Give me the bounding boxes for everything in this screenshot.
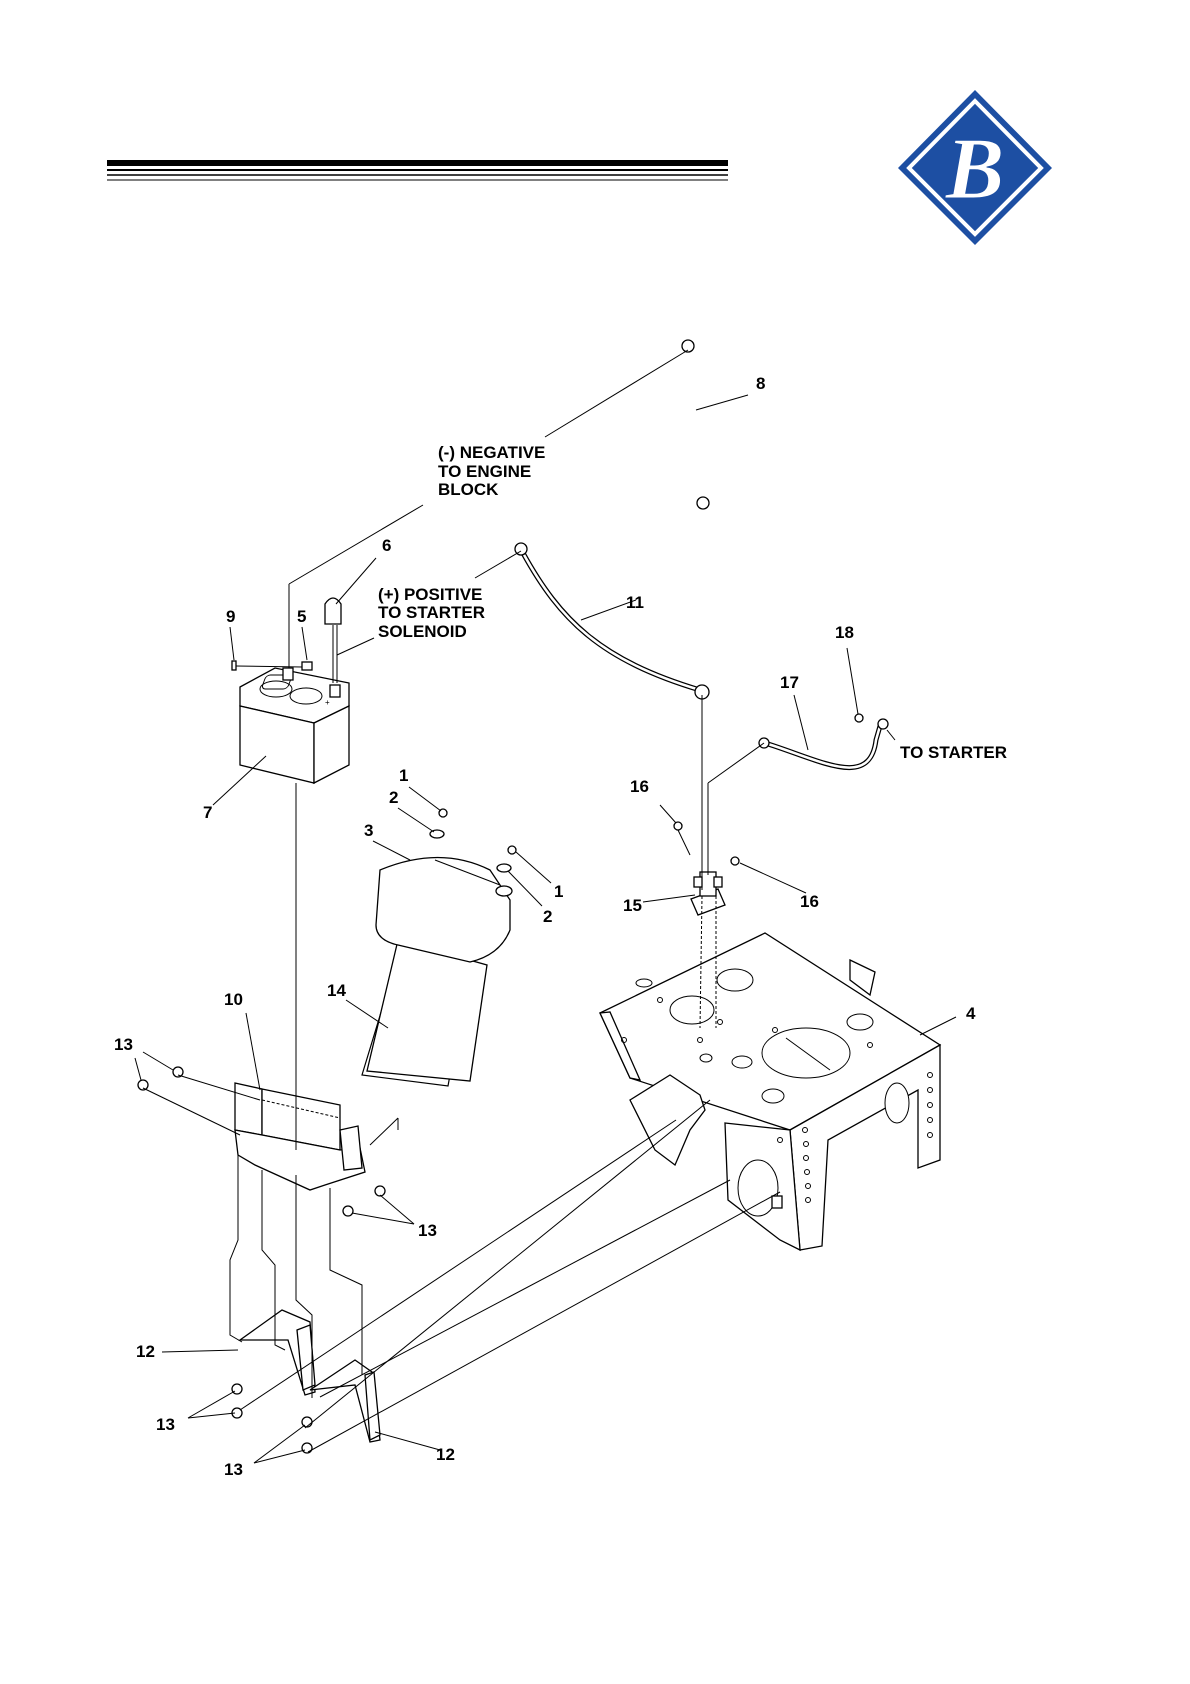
bracket-12a [240, 1310, 315, 1395]
negative-cable-8 [682, 340, 709, 509]
note-negative-line1: (-) NEGATIVE [438, 443, 545, 462]
callout-2a: 2 [389, 788, 398, 807]
note-negative-line2: TO ENGINE [438, 462, 531, 481]
callout-8: 8 [756, 374, 765, 393]
note-positive-line3: SOLENOID [378, 622, 467, 641]
nut-16b [731, 857, 739, 865]
bracket-12b [310, 1360, 380, 1442]
callout-13c: 13 [156, 1415, 175, 1434]
positive-cable-11 [515, 543, 709, 699]
note-positive: (+) POSITIVE TO STARTER SOLENOID [378, 585, 485, 641]
callout-7: 7 [203, 803, 212, 822]
callout-13b: 13 [418, 1221, 437, 1240]
bolt-line [236, 666, 302, 667]
nut-16a [674, 822, 682, 830]
callout-9: 9 [226, 607, 235, 626]
logo-letter: B [945, 121, 1005, 218]
battery-7: - + [240, 668, 349, 783]
callout-15: 15 [623, 896, 642, 915]
callout-14: 14 [327, 981, 346, 1000]
callout-11: 11 [626, 593, 644, 612]
note-positive-line2: TO STARTER [378, 603, 485, 622]
callout-1b: 1 [554, 882, 563, 901]
terminal-cover-6 [325, 598, 341, 683]
module-3 [367, 858, 512, 1082]
callout-13a: 13 [114, 1035, 133, 1054]
callout-16a: 16 [630, 777, 649, 796]
callout-18: 18 [835, 623, 854, 642]
callout-2b: 2 [543, 907, 552, 926]
callout-17: 17 [780, 673, 799, 692]
starter-solenoid-15 [691, 872, 725, 915]
bolt-1b [508, 846, 516, 854]
brand-logo: B [898, 90, 1052, 245]
callout-16b: 16 [800, 892, 819, 911]
svg-text:-: - [305, 683, 308, 692]
washer-2b [497, 864, 511, 872]
callout-numbers: 8 6 9 5 11 18 17 7 1 2 3 1 2 16 16 15 14… [114, 374, 976, 1479]
note-negative-line3: BLOCK [438, 480, 499, 499]
nuts-13-lower [232, 1384, 312, 1453]
callout-6: 6 [382, 536, 391, 555]
callout-10: 10 [224, 990, 243, 1009]
nut-5 [302, 662, 312, 670]
header-rule [107, 160, 728, 180]
note-to-starter: TO STARTER [900, 743, 1007, 762]
callout-12b: 12 [436, 1445, 455, 1464]
note-positive-line1: (+) POSITIVE [378, 585, 482, 604]
bolt-9 [232, 661, 236, 670]
frame-4 [600, 933, 940, 1250]
callout-12a: 12 [136, 1342, 155, 1361]
callout-3: 3 [364, 821, 373, 840]
svg-text:+: + [325, 698, 330, 707]
callout-1a: 1 [399, 766, 408, 785]
starter-cable-17 [759, 719, 888, 768]
callout-13d: 13 [224, 1460, 243, 1479]
battery-tray-10 [235, 1083, 365, 1190]
nut-18 [855, 714, 863, 722]
note-negative: (-) NEGATIVE TO ENGINE BLOCK [438, 443, 545, 499]
callout-4: 4 [966, 1004, 976, 1023]
callout-5: 5 [297, 607, 306, 626]
